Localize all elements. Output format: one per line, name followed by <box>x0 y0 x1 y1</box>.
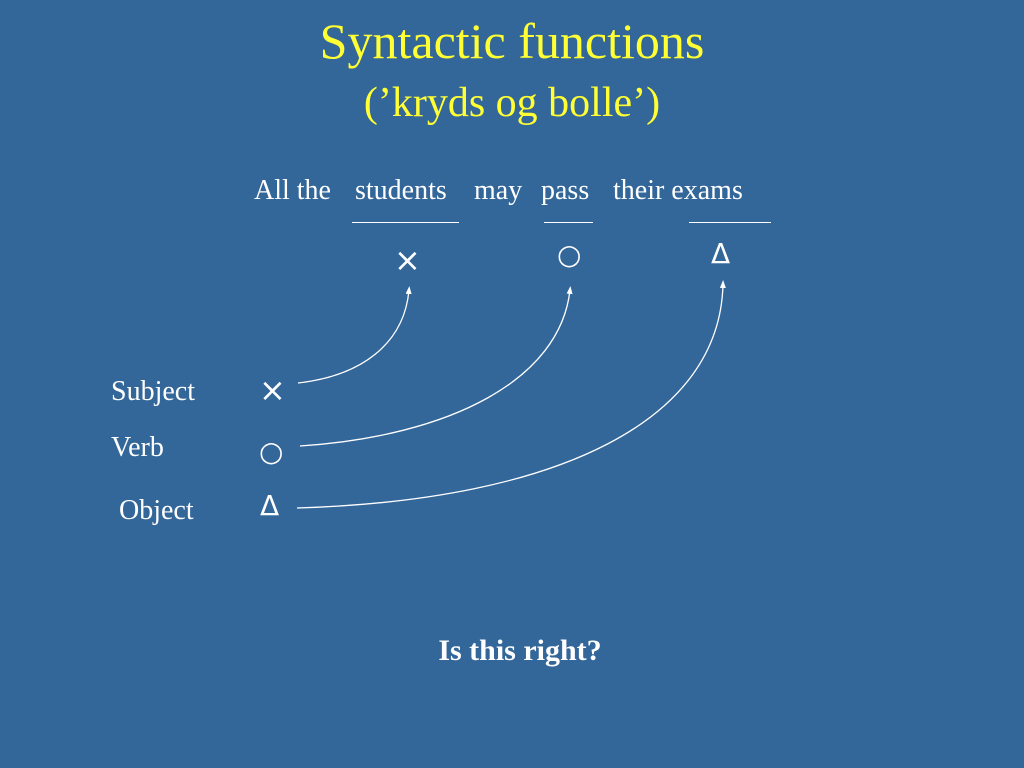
role-label-verb: Verb <box>111 432 164 463</box>
slide-title: Syntactic functions <box>319 13 705 69</box>
circle-symbol-verb: ○ <box>259 435 284 468</box>
triangle-marker-exams: Δ <box>711 237 731 270</box>
arrow-object-to-exams <box>296 280 726 509</box>
circle-marker-pass: ○ <box>557 238 582 271</box>
sentence-word-their-exams: their exams <box>613 175 743 206</box>
question-text: Is this right? <box>438 634 602 667</box>
triangle-symbol-object: Δ <box>260 489 280 522</box>
underline-students <box>352 222 459 223</box>
sentence-word-pass: pass <box>541 175 590 206</box>
underline-pass <box>544 222 593 223</box>
sentence-word-students: students <box>355 175 447 206</box>
sentence-word-may: may <box>474 175 523 206</box>
arrow-subject-to-students <box>297 286 412 384</box>
underline-exams <box>689 222 771 223</box>
slide-subtitle: (’kryds og bolle’) <box>363 80 661 126</box>
cross-marker-students: × <box>394 241 421 279</box>
arrow-verb-to-pass <box>299 286 573 447</box>
role-label-object: Object <box>119 495 194 526</box>
role-label-subject: Subject <box>111 376 195 407</box>
cross-symbol-subject: × <box>259 371 286 409</box>
sentence-word-all-the: All the <box>254 175 331 206</box>
